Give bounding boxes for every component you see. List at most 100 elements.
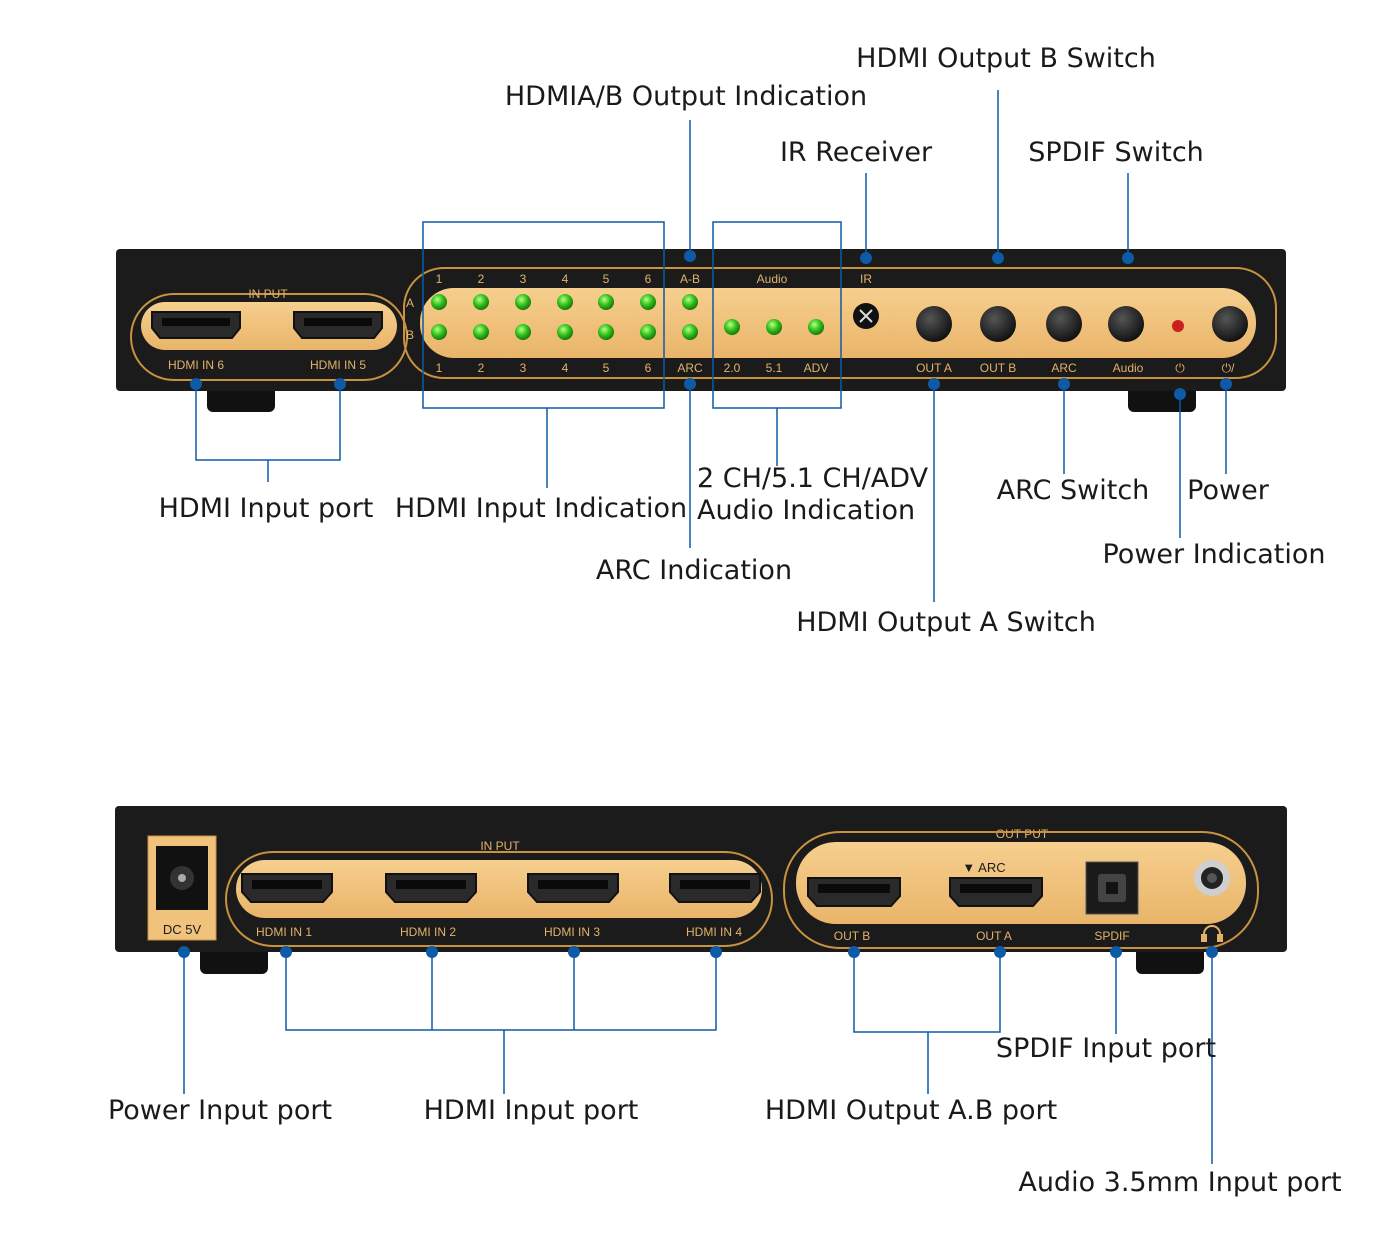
front-input-title: IN PUT	[248, 287, 288, 301]
led-audio-adv	[808, 319, 824, 335]
spdif-port-label: SPDIF	[1094, 929, 1129, 943]
out-a-label: OUT A	[916, 361, 952, 375]
led-a-4	[557, 294, 573, 310]
audio-button-label: Audio	[1113, 361, 1144, 375]
input-number-bottom-5: 5	[603, 361, 610, 375]
input-number-top-6: 6	[645, 272, 652, 286]
led-b-6	[640, 324, 656, 340]
front-main-panel	[420, 288, 1256, 358]
out-a-port[interactable]	[949, 877, 1043, 907]
audio-label: Audio	[757, 272, 788, 286]
rear-input-title: IN PUT	[480, 839, 520, 853]
input-number-bottom-4: 4	[562, 361, 569, 375]
label-hdmi-output-b-switch: HDMI Output B Switch	[856, 43, 1156, 74]
arc-marker: ▼ ARC	[962, 860, 1005, 875]
led-b-3	[515, 324, 531, 340]
headphone-icon	[1201, 925, 1223, 942]
rear-foot-right	[1136, 946, 1204, 974]
format-2-0-label: 2.0	[724, 361, 741, 375]
input-number-top-5: 5	[603, 272, 610, 286]
out-b-button[interactable]	[980, 306, 1016, 342]
power-led	[1172, 320, 1184, 332]
input-number-top-4: 4	[562, 272, 569, 286]
row-letter-a: A	[406, 296, 414, 310]
label-arc-switch: ARC Switch	[996, 475, 1150, 506]
hdmi-in-6-port[interactable]	[151, 311, 241, 339]
format-adv-label: ADV	[804, 361, 829, 375]
spdif-port[interactable]	[1085, 861, 1139, 915]
arc-button-label: ARC	[1051, 361, 1077, 375]
label-hdmi-output-a-switch: HDMI Output A Switch	[796, 607, 1096, 638]
input-number-top-2: 2	[478, 272, 485, 286]
arc-button[interactable]	[1046, 306, 1082, 342]
label-audio-3-5mm-input-port: Audio 3.5mm Input port	[1018, 1167, 1342, 1198]
input-number-top-3: 3	[520, 272, 527, 286]
arc-label: ARC	[677, 361, 703, 375]
label-front-hdmi-input-port: HDMI Input port	[158, 493, 374, 524]
ir-receiver-window	[853, 303, 879, 329]
led-a-2	[473, 294, 489, 310]
label-audio-indication-line2: Audio Indication	[697, 495, 916, 526]
power-switch-symbol: ⏻/	[1222, 361, 1235, 375]
rear-foot-left	[200, 946, 268, 974]
rear-output-title: OUT PUT	[996, 827, 1049, 841]
front-input-panel	[130, 293, 408, 381]
led-b-4	[557, 324, 573, 340]
hdmi-in-1-port[interactable]	[241, 873, 333, 903]
input-indication-box	[422, 221, 665, 409]
out-a-port-label: OUT A	[976, 929, 1012, 943]
out-a-button[interactable]	[916, 306, 952, 342]
input-number-bottom-1: 1	[436, 361, 443, 375]
hdmi-in-5-port[interactable]	[293, 311, 383, 339]
led-output-a	[682, 294, 698, 310]
input-number-bottom-3: 3	[520, 361, 527, 375]
hdmi-in-3-label: HDMI IN 3	[544, 925, 600, 939]
led-b-5	[598, 324, 614, 340]
ir-label: IR	[860, 272, 872, 286]
led-a-3	[515, 294, 531, 310]
out-b-port[interactable]	[807, 877, 901, 907]
hdmi-in-1-label: HDMI IN 1	[256, 925, 312, 939]
front-panel: IN PUT HDMI IN 6 HDMI IN 5 1 2 3 4 5 6 A…	[116, 249, 1286, 412]
audio-3-5mm-jack[interactable]	[1194, 860, 1230, 896]
label-hdmi-output-ab-port: HDMI Output A.B port	[764, 1095, 1058, 1126]
front-callout-dots	[190, 250, 1232, 400]
led-b-2	[473, 324, 489, 340]
power-button[interactable]	[1212, 306, 1248, 342]
out-b-label: OUT B	[980, 361, 1016, 375]
hdmi-in-2-port[interactable]	[385, 873, 477, 903]
input-number-bottom-2: 2	[478, 361, 485, 375]
led-b-1	[431, 324, 447, 340]
label-audio-indication-line1: 2 CH/5.1 CH/ADV	[697, 463, 929, 494]
power-indicator-symbol: ⏻	[1175, 361, 1185, 375]
hdmi-in-2-label: HDMI IN 2	[400, 925, 456, 939]
format-5-1-label: 5.1	[766, 361, 783, 375]
front-callouts	[195, 90, 1227, 602]
hdmi-in-6-label: HDMI IN 6	[168, 358, 224, 372]
hdmi-in-4-label: HDMI IN 4	[686, 925, 742, 939]
rear-input-frame	[225, 851, 773, 947]
label-power: Power	[1187, 475, 1269, 506]
hdmi-in-3-port[interactable]	[527, 873, 619, 903]
label-spdif-input-port: SPDIF Input port	[995, 1033, 1217, 1064]
label-hdmi-ab-output-indication: HDMIA/B Output Indication	[504, 81, 868, 112]
audio-button[interactable]	[1108, 306, 1144, 342]
rear-callouts	[183, 952, 1213, 1164]
input-number-bottom-6: 6	[645, 361, 652, 375]
led-audio-5-1	[766, 319, 782, 335]
label-spdif-switch: SPDIF Switch	[1028, 137, 1204, 168]
label-arc-indication: ARC Indication	[595, 555, 793, 586]
input-number-top-1: 1	[436, 272, 443, 286]
out-b-port-label: OUT B	[834, 929, 870, 943]
label-power-indication: Power Indication	[1102, 539, 1326, 570]
front-main-panel-frame	[403, 267, 1277, 379]
label-rear-hdmi-input-port: HDMI Input port	[423, 1095, 639, 1126]
row-letter-b: B	[406, 328, 414, 342]
led-audio-2-0	[724, 319, 740, 335]
led-a-1	[431, 294, 447, 310]
led-a-5	[598, 294, 614, 310]
rear-output-frame	[783, 831, 1259, 949]
label-hdmi-input-indication: HDMI Input Indication	[394, 493, 688, 524]
hdmi-in-4-port[interactable]	[669, 873, 761, 903]
